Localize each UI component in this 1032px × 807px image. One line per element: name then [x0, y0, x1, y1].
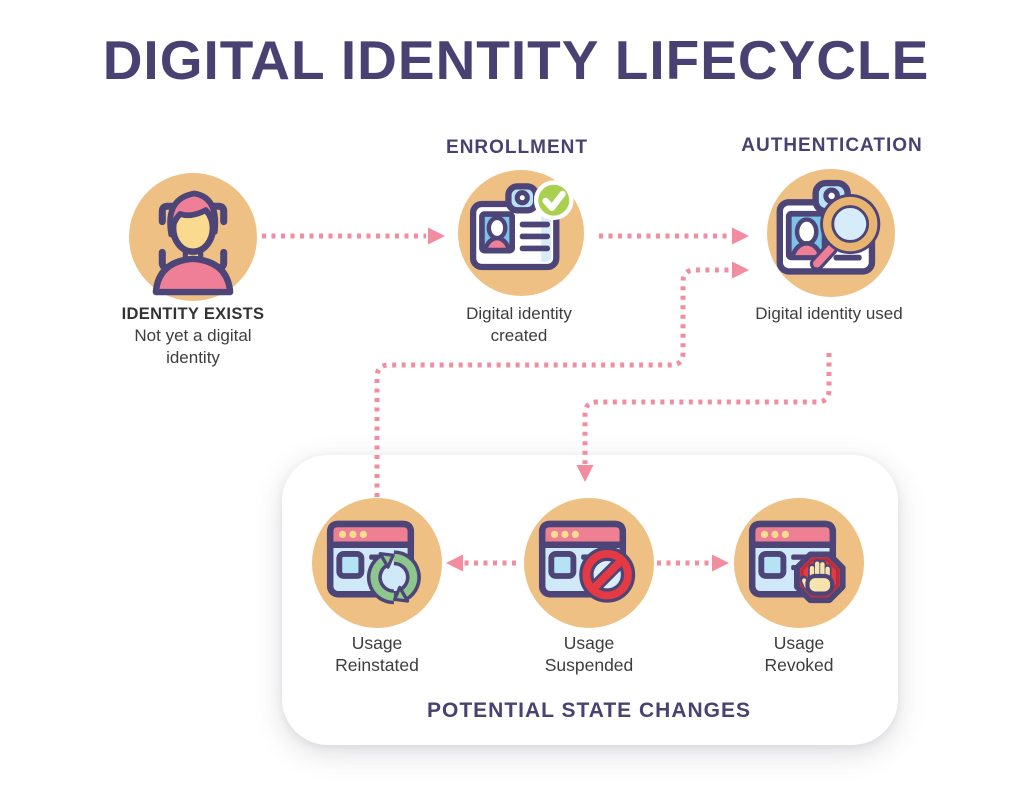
arrow-authentication-to-suspended: [582, 353, 832, 464]
authentication-node: [767, 169, 895, 297]
identity-exists-label: IDENTITY EXISTS: [121, 305, 265, 323]
enrollment-heading: ENROLLMENT: [446, 137, 588, 158]
identity-exists-subtext: Not yet a digital identity: [134, 326, 252, 367]
identity-exists-node: [129, 173, 257, 301]
usage-suspended-node: [524, 498, 654, 628]
face-scan-icon: [152, 190, 234, 296]
refresh-arrows-icon: [366, 550, 421, 605]
state-changes-heading: POTENTIAL STATE CHANGES: [426, 699, 752, 722]
usage-reinstated-caption: Usage Reinstated: [335, 633, 419, 675]
usage-revoked-node: [734, 498, 864, 628]
browser-refresh-icon: [326, 520, 421, 605]
authentication-heading: AUTHENTICATION: [741, 135, 923, 156]
magnifier-icon: [809, 193, 881, 271]
id-card-check-icon: [469, 180, 574, 271]
enrollment-caption: Digital identity created: [466, 304, 572, 345]
enrollment-node: [458, 170, 584, 296]
usage-revoked-caption: Usage Revoked: [764, 633, 834, 675]
page-title: DIGITAL IDENTITY LIFECYCLE: [102, 29, 930, 91]
browser-stop-icon: [748, 520, 846, 604]
no-entry-icon: [579, 546, 636, 603]
browser-blocked-icon: [538, 520, 636, 603]
check-badge-icon: [533, 180, 574, 221]
id-card-magnifier-icon: [776, 179, 881, 275]
stop-hand-icon: [793, 551, 846, 604]
identity-exists-caption: IDENTITY EXISTS Not yet a digital identi…: [103, 303, 283, 369]
authentication-caption: Digital identity used: [755, 304, 903, 323]
usage-suspended-caption: Usage Suspended: [544, 633, 634, 675]
usage-reinstated-node: [312, 498, 442, 628]
